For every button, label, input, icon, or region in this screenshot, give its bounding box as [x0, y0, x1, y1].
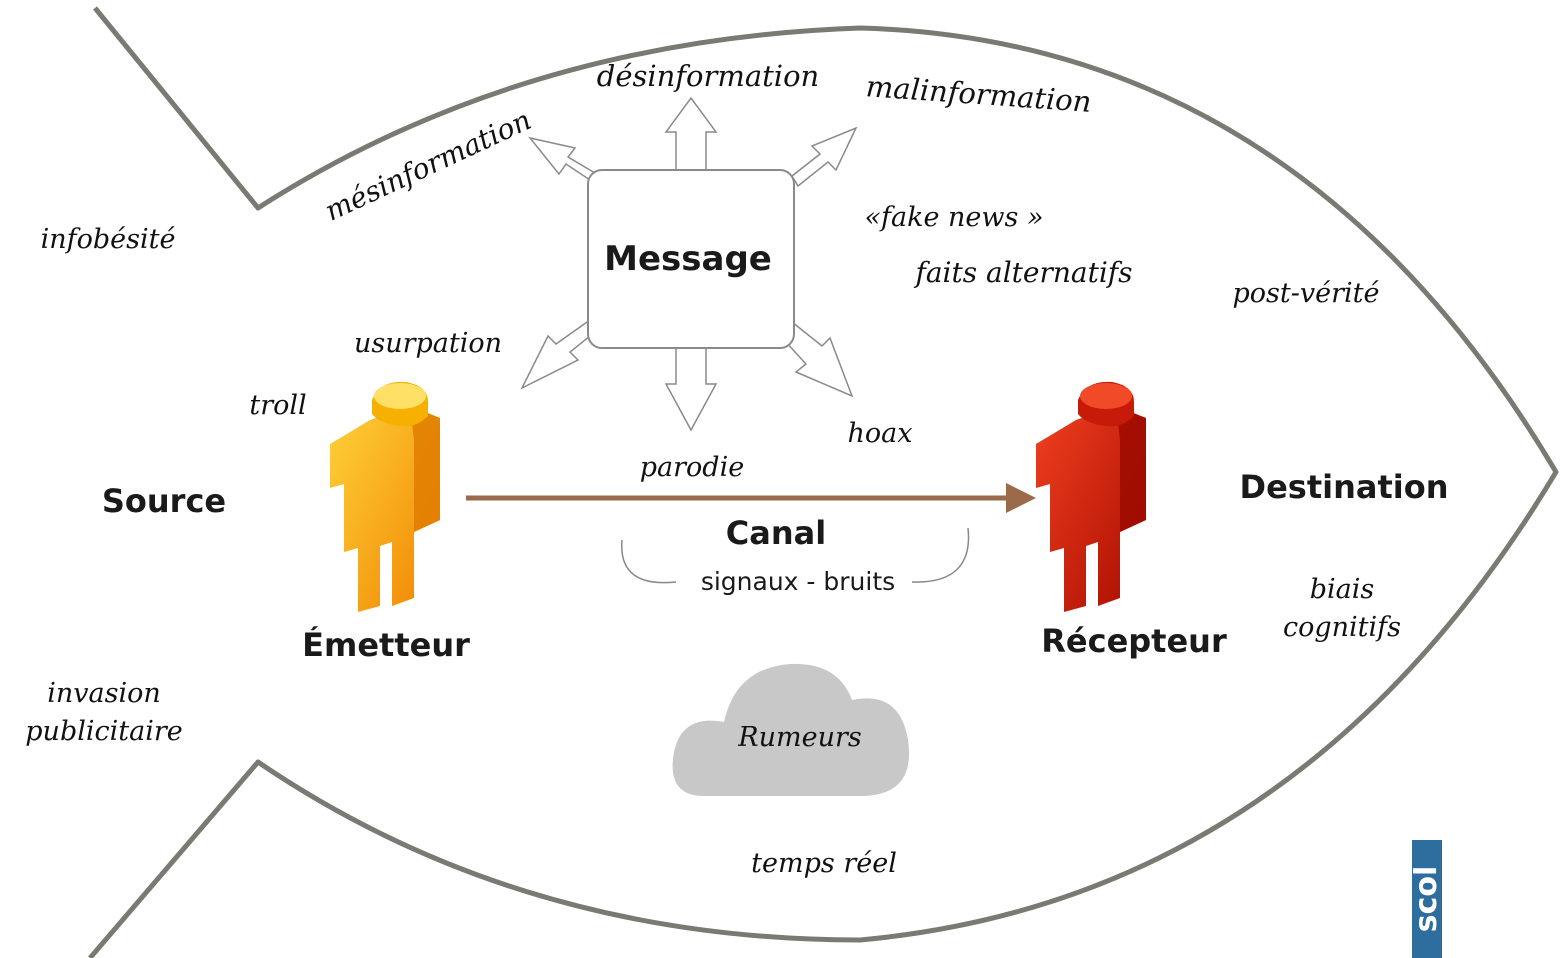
keyword-invasion-line1: invasion [47, 678, 161, 709]
keyword-troll: troll [249, 390, 306, 421]
arrow-down-icon [664, 345, 718, 432]
keyword-infobesite: infobésité [41, 224, 176, 255]
keyword-usurpation: usurpation [354, 328, 502, 359]
logo: scol [1409, 840, 1444, 958]
keyword-parodie: parodie [640, 452, 744, 483]
arrow-up-icon [664, 96, 718, 175]
channel-sub-label: signaux - bruits [701, 567, 895, 596]
keyword-hoax: hoax [848, 418, 913, 449]
message-label: Message [604, 239, 772, 279]
emitter-label: Émetteur [302, 626, 470, 664]
receiver-label: Récepteur [1041, 622, 1227, 660]
keyword-malinformation: malinformation [865, 69, 1093, 119]
keyword-desinformation: désinformation [597, 59, 819, 93]
receiver-figure-icon [1036, 381, 1146, 612]
source-label: Source [102, 482, 226, 520]
emitter-figure-icon [330, 381, 440, 612]
keyword-invasion-line2: publicitaire [25, 716, 182, 747]
keyword-temps-reel: temps réel [751, 848, 897, 879]
arrow-up-right-icon [791, 126, 858, 188]
arrow-down-left-icon [520, 319, 602, 390]
logo-text: scol [1409, 866, 1444, 933]
keyword-biais-line2: cognitifs [1283, 612, 1401, 643]
keyword-fake-news: «fake news » [865, 202, 1044, 233]
fish-outline [88, 6, 1559, 958]
channel-bracket [621, 527, 970, 584]
channel-label: Canal [726, 514, 826, 552]
message-box: Message [520, 96, 858, 432]
keyword-post-verite: post-vérité [1233, 278, 1380, 309]
cloud-label: Rumeurs [737, 722, 861, 753]
destination-label: Destination [1240, 468, 1449, 506]
keyword-mesinformation: mésinformation [320, 103, 536, 227]
message-square [587, 169, 795, 349]
keyword-faits-alternatifs: faits alternatifs [913, 256, 1132, 289]
rumeurs-cloud-icon: Rumeurs [672, 663, 910, 796]
keyword-biais-line1: biais [1310, 574, 1375, 605]
